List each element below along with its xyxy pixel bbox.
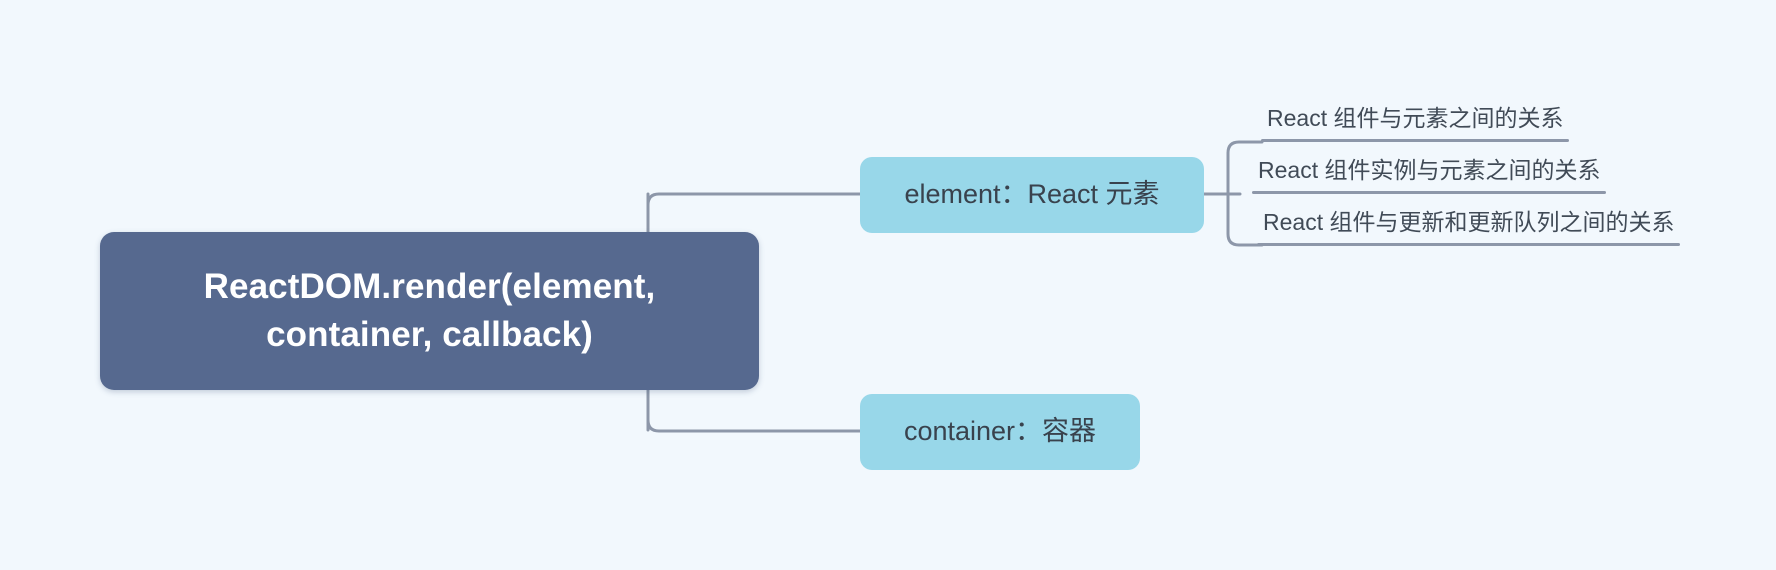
- node-root-label: ReactDOM.render(element, container, call…: [203, 266, 656, 354]
- node-leaf-component-element-relation[interactable]: React 组件与元素之间的关系: [1261, 104, 1570, 142]
- node-leaf-label: React 组件与元素之间的关系: [1267, 105, 1564, 131]
- node-root[interactable]: ReactDOM.render(element, container, call…: [100, 232, 759, 390]
- node-leaf-update-queue-relation[interactable]: React 组件与更新和更新队列之间的关系: [1257, 208, 1681, 246]
- node-element[interactable]: element：React 元素: [860, 157, 1204, 233]
- node-element-label: element：React 元素: [904, 179, 1160, 210]
- leaf-underline: [1261, 138, 1570, 142]
- leaf-underline: [1252, 190, 1607, 194]
- node-leaf-label: React 组件实例与元素之间的关系: [1258, 157, 1601, 183]
- node-container[interactable]: container：容器: [860, 394, 1140, 470]
- node-container-label: container：容器: [903, 416, 1097, 447]
- node-leaf-instance-element-relation[interactable]: React 组件实例与元素之间的关系: [1252, 156, 1607, 194]
- node-leaf-label: React 组件与更新和更新队列之间的关系: [1263, 209, 1675, 235]
- leaf-underline: [1257, 242, 1681, 246]
